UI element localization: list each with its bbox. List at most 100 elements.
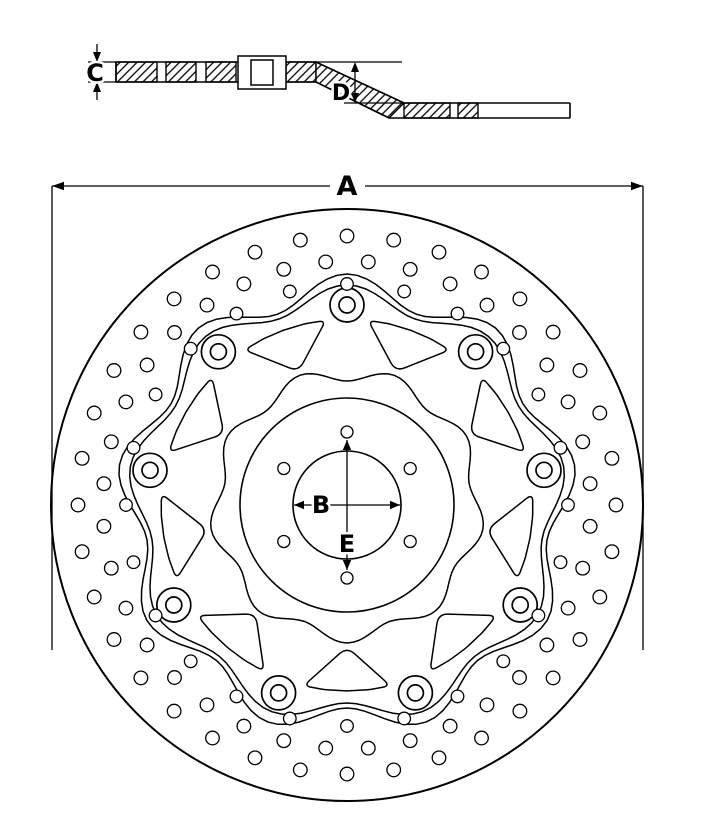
floating-button-center <box>269 684 288 702</box>
section-segment <box>115 61 158 83</box>
spoke-window <box>247 320 325 370</box>
drill-hole <box>545 324 561 340</box>
floating-button-center <box>511 596 530 614</box>
drill-hole <box>199 697 215 713</box>
dim-label-outer-diameter: A <box>337 171 358 202</box>
drill-hole <box>608 497 624 513</box>
section-segment <box>457 102 479 119</box>
drill-hole <box>604 544 620 560</box>
drill-hole <box>183 654 198 669</box>
drill-hole <box>560 394 576 410</box>
spoke-window <box>470 379 525 452</box>
section-segment <box>403 102 451 119</box>
front-view: A B E <box>50 169 644 802</box>
drill-hole <box>106 363 122 378</box>
arrowhead-icon <box>342 560 352 570</box>
drill-hole <box>561 498 575 512</box>
drill-hole <box>292 232 308 248</box>
drill-hole <box>496 341 511 356</box>
drill-hole <box>604 450 620 466</box>
arrowhead-icon <box>93 52 101 62</box>
drill-hole <box>103 434 119 450</box>
drill-hole <box>119 498 133 512</box>
drill-hole <box>572 632 588 647</box>
drill-hole <box>386 762 402 778</box>
drill-hole <box>236 276 252 292</box>
drill-hole <box>148 387 163 402</box>
section-offset-web <box>315 60 406 119</box>
drill-hole <box>229 689 244 704</box>
drill-hole <box>512 325 527 340</box>
drill-hole <box>582 518 598 534</box>
drill-hole <box>167 670 182 685</box>
spoke-window <box>369 320 447 370</box>
drill-hole <box>397 284 412 299</box>
drill-hole <box>474 264 489 280</box>
drill-hole <box>139 637 155 653</box>
drill-hole <box>386 232 402 248</box>
section-rivet <box>250 59 274 86</box>
section-segment <box>165 61 197 83</box>
drill-hole <box>442 718 458 734</box>
drill-hole <box>96 476 112 492</box>
drill-hole <box>236 718 252 734</box>
disc-details <box>70 228 624 782</box>
drill-hole <box>340 277 354 291</box>
drill-hole <box>360 740 376 756</box>
bolt-hole <box>403 461 417 476</box>
arrowhead-icon <box>351 62 359 72</box>
drill-hole <box>496 654 511 669</box>
drill-hole <box>402 261 418 277</box>
drill-hole <box>479 297 495 313</box>
drill-hole <box>592 589 608 605</box>
drill-hole <box>126 440 141 455</box>
spoke-window <box>169 379 224 452</box>
floating-button-center <box>466 342 485 361</box>
drill-hole <box>592 405 608 421</box>
arrowhead-icon <box>294 500 304 510</box>
drill-hole <box>431 750 447 766</box>
arrowhead-icon <box>93 82 101 92</box>
bolt-hole <box>340 571 354 585</box>
bolt-hole <box>277 534 291 549</box>
arrowhead-icon <box>342 440 352 450</box>
bolt-hole <box>340 425 354 439</box>
spoke-window <box>306 649 388 692</box>
drill-hole <box>340 719 354 733</box>
drill-hole <box>229 306 244 321</box>
floating-button-center <box>164 596 183 614</box>
dim-label-thickness: C <box>86 59 104 87</box>
drill-hole <box>103 560 119 576</box>
floating-button-center <box>338 296 356 314</box>
drill-hole <box>96 518 112 534</box>
floating-button-center <box>141 461 159 480</box>
drill-hole <box>276 261 292 277</box>
drill-hole <box>166 291 182 307</box>
drill-hole <box>183 341 198 356</box>
drill-hole <box>166 703 182 719</box>
section-bottom-profile <box>116 81 570 119</box>
section-segment <box>205 61 237 83</box>
drill-hole <box>479 697 495 713</box>
arrowhead-icon <box>52 181 64 191</box>
spoke-window <box>199 613 264 670</box>
drill-hole <box>397 711 412 726</box>
drill-hole <box>450 306 465 321</box>
drill-hole <box>512 670 527 685</box>
drill-hole <box>139 357 155 373</box>
drill-hole <box>360 254 376 270</box>
dim-thickness-lines <box>88 44 116 100</box>
drill-hole <box>512 291 528 307</box>
drill-hole <box>531 387 546 402</box>
drill-hole <box>553 440 568 455</box>
bolt-hole <box>277 461 291 476</box>
spoke-window <box>489 495 534 577</box>
drill-hole <box>199 297 215 313</box>
floating-button-center <box>535 461 553 480</box>
cross-section-view: C D <box>84 44 571 119</box>
drill-hole <box>282 284 297 299</box>
drill-hole <box>126 555 141 570</box>
drill-hole <box>339 228 355 244</box>
